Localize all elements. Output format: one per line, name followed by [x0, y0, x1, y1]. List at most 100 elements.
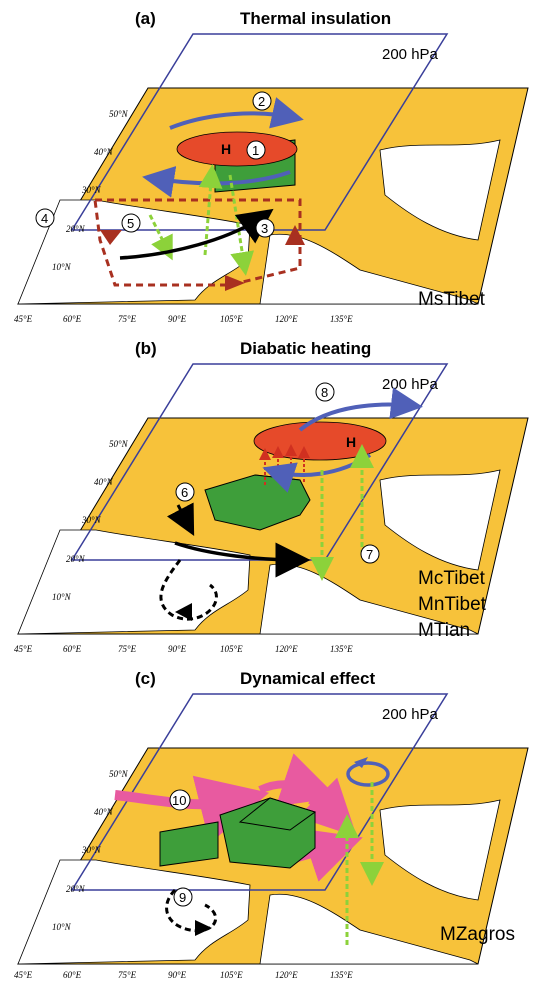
panel-c-plateau-top	[238, 797, 317, 831]
panel-c-lat-10: 10°N	[52, 922, 72, 932]
panel-a-monsoon-loop	[93, 198, 302, 287]
marker-2: 2	[252, 91, 272, 111]
svg-text:6: 6	[181, 485, 188, 500]
panel-b-loop-arrow	[175, 603, 192, 621]
panel-b-pacific	[379, 469, 501, 571]
panel-a-lon-120: 120°E	[275, 314, 298, 324]
panel-a-level: 200 hPa	[382, 46, 439, 63]
svg-text:3: 3	[261, 221, 268, 236]
panel-c-lon-120: 120°E	[275, 970, 298, 980]
panel-b-jet-north	[298, 387, 423, 432]
panel-c-loop	[165, 888, 218, 933]
panel-b-lowlevel-flow	[174, 541, 311, 578]
panel-b-experiment-2: MnTibet	[418, 594, 487, 615]
panel-a-loop-arrow-south	[225, 275, 245, 291]
panel-b-lat-50: 50°N	[109, 439, 129, 449]
svg-text:4: 4	[41, 211, 48, 226]
panel-b-northerly	[166, 502, 195, 536]
svg-text:8: 8	[321, 385, 328, 400]
panel-a-high-label: H	[221, 141, 231, 157]
panel-b-high-label: H	[346, 434, 356, 450]
marker-7: 7	[360, 544, 380, 564]
panel-a-plane	[70, 33, 449, 231]
panel-a-lon-75: 75°E	[118, 314, 137, 324]
panel-c-level: 200 hPa	[382, 706, 439, 723]
svg-text:5: 5	[127, 216, 134, 231]
marker-3: 3	[255, 218, 275, 238]
panel-b-lon-60: 60°E	[63, 644, 82, 654]
panel-b-lat-20: 20°N	[66, 554, 86, 564]
marker-1: 1	[246, 140, 266, 160]
panel-b-title: Diabatic heating	[240, 339, 371, 358]
panel-c-letter: (c)	[135, 669, 156, 688]
panel-a-lowlevel-flow	[119, 208, 274, 260]
panel-b-experiment-3: MTian	[418, 620, 470, 641]
marker-5: 5	[121, 213, 141, 233]
panel-b-loop	[159, 559, 218, 621]
panel-a-pacific	[379, 139, 501, 241]
panel-a-loop-arrow-east	[285, 225, 305, 245]
panel-b-high	[253, 421, 387, 461]
marker-4: 4	[35, 208, 55, 228]
panel-c-lat-40: 40°N	[94, 807, 114, 817]
panel-b-lon-45: 45°E	[14, 644, 33, 654]
panel-a-lat-10: 10°N	[52, 262, 72, 272]
svg-text:10: 10	[172, 793, 186, 808]
panel-a-lat-30: 30°N	[81, 185, 102, 195]
panel-c-lat-20: 20°N	[66, 884, 86, 894]
panel-b-lon-105: 105°E	[220, 644, 243, 654]
panel-c-loop-arrow	[195, 920, 212, 936]
panel-c-circulation	[346, 761, 390, 787]
panel-a-experiment: MsTibet	[418, 289, 486, 310]
marker-6: 6	[175, 482, 195, 502]
panel-c: (c) Dynamical effect 200 hPa 50°N 40°N 3…	[14, 669, 529, 980]
panel-a-lon-135: 135°E	[330, 314, 353, 324]
svg-text:1: 1	[252, 143, 259, 158]
panel-c-lat-30: 30°N	[81, 845, 102, 855]
panel-c-lon-90: 90°E	[168, 970, 187, 980]
panel-a-ocean-east	[259, 233, 479, 305]
panel-c-zagros	[159, 821, 219, 867]
panel-a-title: Thermal insulation	[240, 9, 391, 28]
panel-a-lon-60: 60°E	[63, 314, 82, 324]
panel-a-loop-arrow-west	[100, 230, 122, 245]
svg-text:7: 7	[366, 547, 373, 562]
panel-c-lon-45: 45°E	[14, 970, 33, 980]
panel-c-lon-60: 60°E	[63, 970, 82, 980]
panel-c-lon-75: 75°E	[118, 970, 137, 980]
panel-c-circulation-arrow	[354, 757, 368, 768]
panel-a-lon-90: 90°E	[168, 314, 187, 324]
panel-a-lat-20: 20°N	[66, 224, 86, 234]
panel-a-lon-45: 45°E	[14, 314, 33, 324]
marker-10: 10	[169, 789, 191, 811]
panel-c-lon-105: 105°E	[220, 970, 243, 980]
panel-b-experiment-1: McTibet	[418, 568, 486, 589]
panel-b-lat-40: 40°N	[94, 477, 114, 487]
panel-c-pacific	[379, 799, 501, 901]
panel-b-lat-10: 10°N	[52, 592, 72, 602]
panel-c-title: Dynamical effect	[240, 669, 375, 688]
panel-b-lon-90: 90°E	[168, 644, 187, 654]
marker-8: 8	[315, 382, 335, 402]
panel-c-lat-50: 50°N	[109, 769, 129, 779]
panel-a-ascent	[198, 164, 223, 256]
panel-a-lon-105: 105°E	[220, 314, 243, 324]
panel-a-jet-north	[169, 97, 304, 130]
panel-b: (b) Diabatic heating 200 hPa 50°N 40°N 3…	[14, 339, 529, 654]
panel-b-lon-135: 135°E	[330, 644, 353, 654]
panel-a-high	[176, 131, 298, 167]
panel-b-letter: (b)	[135, 339, 157, 358]
panel-a: (a) Thermal insulation 200 hPa 50°N 40°N…	[14, 9, 529, 324]
panel-b-lat-30: 30°N	[81, 515, 102, 525]
panel-c-ocean-east	[259, 893, 479, 965]
panel-c-ocean	[17, 859, 251, 965]
svg-text:2: 2	[258, 94, 265, 109]
panel-c-plane	[70, 693, 449, 891]
panel-c-lon-135: 135°E	[330, 970, 353, 980]
panel-b-lon-120: 120°E	[275, 644, 298, 654]
marker-9: 9	[173, 887, 193, 907]
panel-a-lat-50: 50°N	[109, 109, 129, 119]
panel-c-experiment: MZagros	[440, 924, 515, 945]
svg-text:9: 9	[179, 890, 186, 905]
